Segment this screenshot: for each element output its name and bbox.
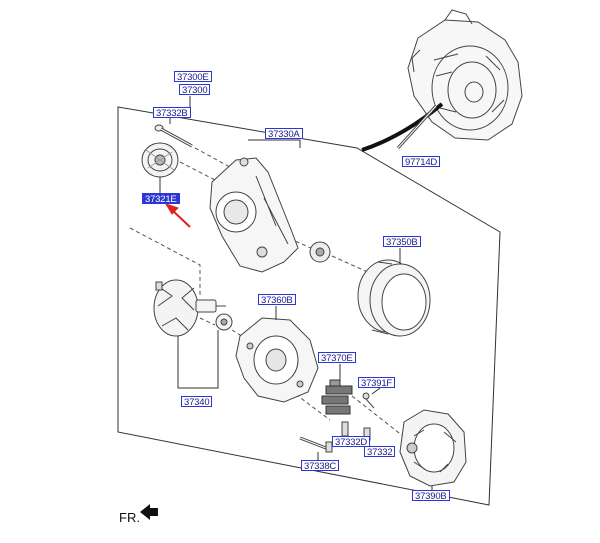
pointer-arrow (164, 203, 191, 228)
label-37332b[interactable]: 37332B (153, 107, 191, 119)
label-37360b[interactable]: 37360B (258, 294, 296, 306)
front-bracket-illustration (209, 157, 299, 273)
label-37300e[interactable]: 37300E (174, 71, 212, 83)
front-direction-label: FR. (119, 510, 140, 525)
front-bearing-illustration (309, 241, 331, 263)
rear-bracket-illustration (235, 317, 319, 403)
label-37321e[interactable]: 37321E (142, 193, 180, 205)
long-bolt-illustration (299, 436, 333, 453)
label-37391f[interactable]: 37391F (358, 377, 396, 389)
label-37390b[interactable]: 37390B (412, 490, 450, 502)
label-37340[interactable]: 37340 (181, 396, 213, 408)
stud-illustration (341, 421, 349, 437)
terminal-screw-illustration (362, 392, 375, 409)
rotor-illustration (153, 279, 233, 337)
label-37300[interactable]: 37300 (179, 84, 211, 96)
stator-housing-illustration (357, 259, 431, 337)
assembly-boundary (117, 106, 501, 506)
label-97714d[interactable]: 97714D (402, 156, 441, 168)
thick-leader (361, 102, 444, 152)
label-37370e[interactable]: 37370E (318, 352, 356, 364)
pulley-illustration (141, 142, 179, 178)
label-37332d[interactable]: 37332D (332, 436, 371, 448)
label-37338c[interactable]: 37338C (301, 460, 340, 472)
label-37330a[interactable]: 37330A (265, 128, 303, 140)
complete-alternator-illustration (407, 9, 523, 141)
label-37350b[interactable]: 37350B (383, 236, 421, 248)
rear-cover-illustration (399, 409, 467, 487)
label-37332[interactable]: 37332 (364, 446, 396, 458)
front-direction-arrow (140, 504, 158, 520)
bolt-illustration (154, 124, 193, 148)
regulator-illustration (321, 379, 353, 415)
